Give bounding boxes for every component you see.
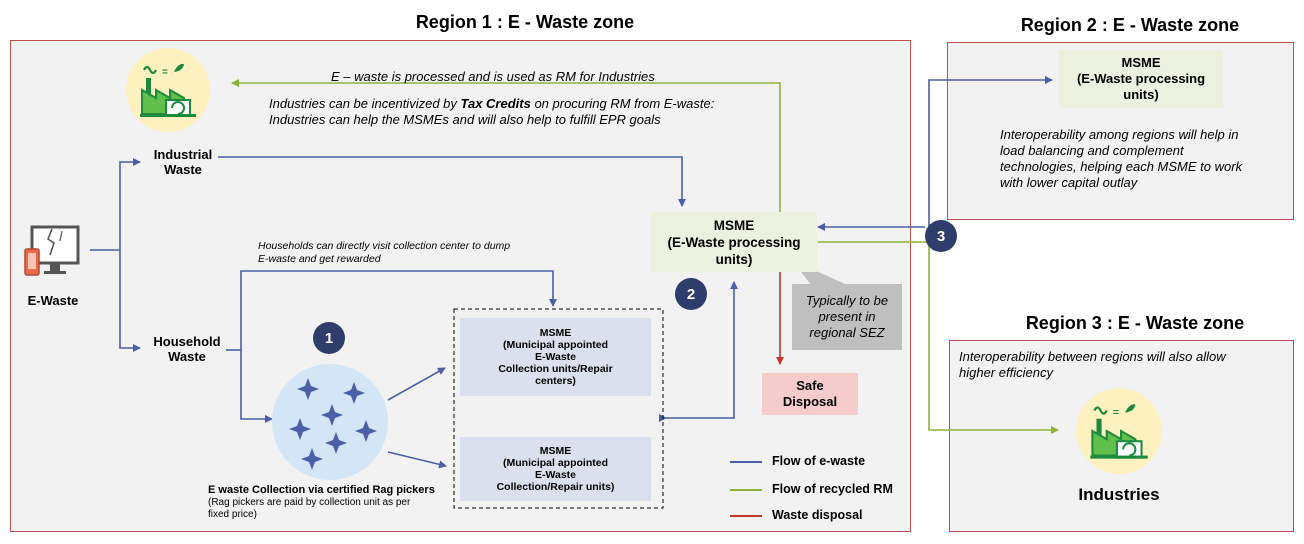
region2-title: Region 2 : E - Waste zone bbox=[1020, 15, 1240, 35]
factory-icon: = bbox=[126, 48, 210, 132]
svg-text:=: = bbox=[1113, 408, 1119, 419]
step-badge-1: 1 bbox=[313, 322, 345, 354]
region2-box bbox=[947, 42, 1294, 220]
region3-note: Interoperability between regions will al… bbox=[959, 349, 1226, 380]
household-waste-label: Household Waste bbox=[153, 334, 221, 364]
household-direct-arrow bbox=[240, 270, 557, 350]
msme-processing-box: MSME (E-Waste processing units) bbox=[651, 212, 817, 272]
to-region2-arrow bbox=[928, 76, 1053, 227]
region3-title: Region 3 : E - Waste zone bbox=[1025, 313, 1245, 333]
region2-note: Interoperability among regions will help… bbox=[1000, 127, 1243, 190]
ewaste-to-industrial-arrow bbox=[119, 158, 141, 250]
industries-label: Industries bbox=[1078, 485, 1160, 504]
e-waste-label: E-Waste bbox=[27, 293, 79, 308]
svg-text:=: = bbox=[162, 67, 168, 78]
legend-label-disposal: Waste disposal bbox=[772, 508, 863, 522]
ewaste-to-household-arrow bbox=[119, 250, 141, 352]
tax-credits-emphasis: Tax Credits bbox=[460, 96, 531, 111]
step-badge-3: 3 bbox=[925, 220, 957, 252]
sez-callout: Typically to be present in regional SEZ bbox=[792, 284, 902, 350]
rm-to-industries-arrow bbox=[231, 79, 781, 212]
rag-pickers-sparkle-icon bbox=[272, 364, 388, 480]
rm-to-region3-arrow bbox=[928, 242, 1059, 434]
safe-disposal-box: Safe Disposal bbox=[762, 373, 858, 415]
computer-phone-icon bbox=[24, 225, 80, 276]
collection-container bbox=[453, 308, 664, 509]
ragpicker-to-collection1-arrow bbox=[387, 367, 446, 401]
rag-picker-caption: E waste Collection via certified Rag pic… bbox=[208, 484, 435, 520]
region1-title: Region 1 : E - Waste zone bbox=[415, 12, 635, 32]
legend-label-ewaste: Flow of e-waste bbox=[772, 454, 866, 468]
region2-msme-box: MSME (E-Waste processing units) bbox=[1059, 50, 1223, 108]
household-note: Households can directly visit collection… bbox=[258, 240, 511, 265]
incentive-line1: Industries can be incentivized by Tax Cr… bbox=[269, 96, 715, 111]
household-to-ragpicker-arrow bbox=[240, 350, 273, 423]
industries-factory-icon: = bbox=[1076, 388, 1162, 474]
step-badge-2: 2 bbox=[675, 278, 707, 310]
industrial-waste-label: Industrial Waste bbox=[153, 147, 213, 177]
industrial-to-msme-arrow bbox=[218, 156, 686, 207]
incentive-line2: Industries can help the MSMEs and will a… bbox=[269, 112, 661, 127]
top-flow-text: E – waste is processed and is used as RM… bbox=[331, 69, 655, 84]
legend-label-rm: Flow of recycled RM bbox=[772, 482, 893, 496]
ragpicker-to-collection2-arrow bbox=[387, 451, 447, 469]
msme-collection-units-box: MSME (Municipal appointed E-Waste Collec… bbox=[460, 437, 651, 501]
msme-collection-centers-box: MSME (Municipal appointed E-Waste Collec… bbox=[460, 318, 651, 396]
collection-processing-link bbox=[659, 281, 738, 422]
